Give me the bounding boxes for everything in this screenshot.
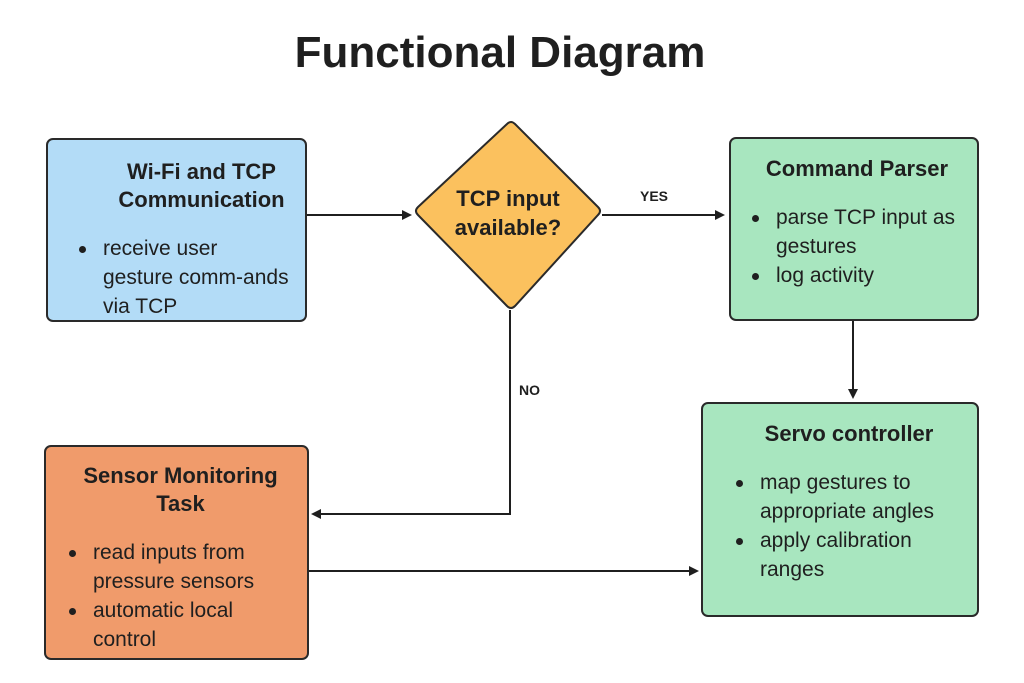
- diagram-title: Functional Diagram: [294, 28, 706, 77]
- no-edge-label: NO: [519, 382, 540, 398]
- command-parser-list: parse TCP input as gestures log activity: [749, 203, 965, 290]
- wifi-tcp-item: receive user gesture comm-ands via TCP: [76, 234, 291, 321]
- sensor-monitoring-item: automatic local control: [66, 596, 295, 654]
- command-parser-box: Command Parser parse TCP input as gestur…: [729, 137, 979, 321]
- yes-edge-label: YES: [640, 188, 669, 204]
- wifi-tcp-title: Wi-Fi and TCP Communication: [118, 159, 285, 212]
- servo-controller-list: map gestures to appropriate angles apply…: [733, 468, 965, 584]
- command-parser-item: parse TCP input as gestures: [749, 203, 965, 261]
- sensor-monitoring-title: Sensor Monitoring Task: [83, 463, 278, 516]
- command-parser-item: log activity: [749, 261, 965, 290]
- sensor-monitoring-item: read inputs from pressure sensors: [66, 538, 295, 596]
- wifi-tcp-communication-box: Wi-Fi and TCP Communication receive user…: [46, 138, 307, 322]
- servo-controller-item: map gestures to appropriate angles: [733, 468, 965, 526]
- wifi-tcp-list: receive user gesture comm-ands via TCP: [76, 234, 291, 321]
- decision-diamond: [415, 121, 601, 309]
- sensor-monitoring-list: read inputs from pressure sensors automa…: [66, 538, 295, 654]
- sensor-monitoring-box: Sensor Monitoring Task read inputs from …: [44, 445, 309, 660]
- arrow-decision-to-sensor: [311, 310, 511, 519]
- servo-controller-item: apply calibration ranges: [733, 526, 965, 584]
- command-parser-title: Command Parser: [765, 156, 949, 181]
- servo-controller-title: Servo controller: [764, 421, 934, 446]
- servo-controller-box: Servo controller map gestures to appropr…: [701, 402, 979, 617]
- decision-label: TCP input available?: [454, 186, 562, 240]
